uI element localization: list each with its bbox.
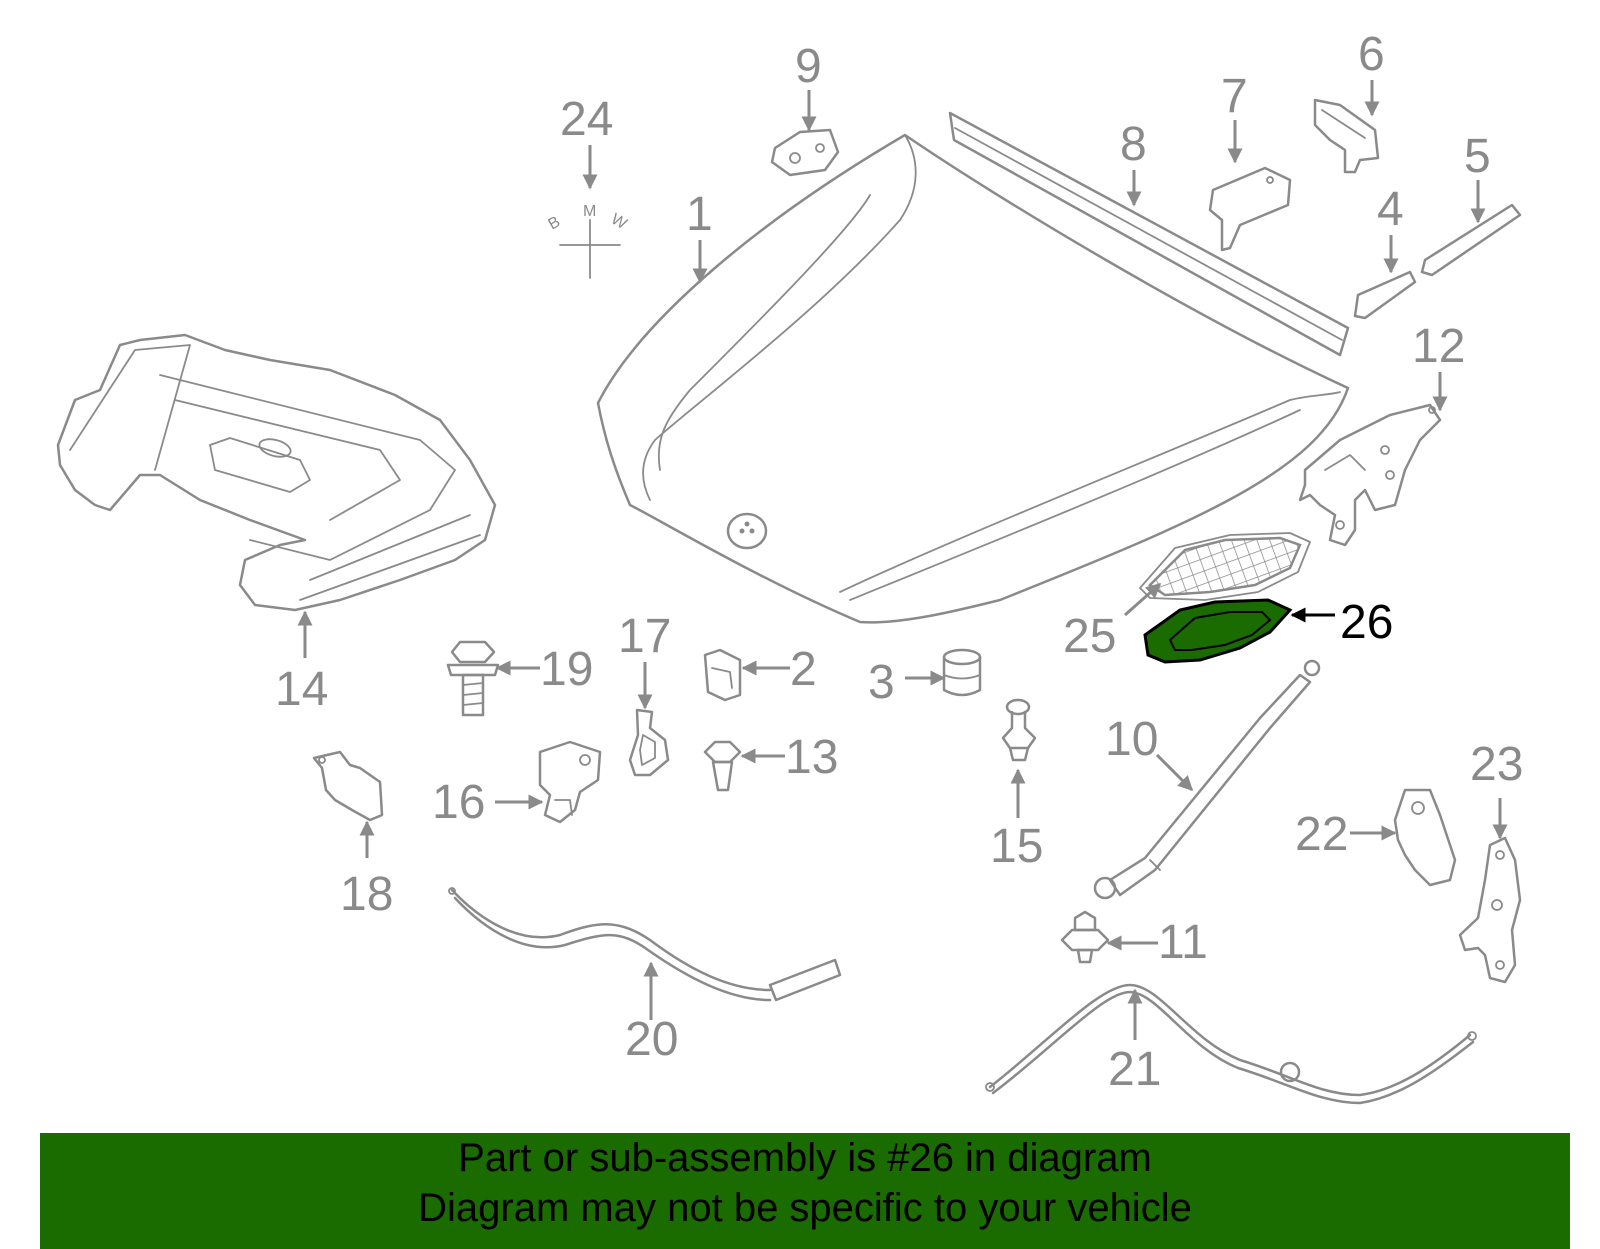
callout-16: 16 bbox=[432, 776, 485, 829]
info-banner: Part or sub-assembly is #26 in diagram D… bbox=[40, 1133, 1570, 1249]
callout-labels: 1 9 24 8 7 6 4 5 12 14 19 2 3 17 13 16 1… bbox=[275, 28, 1523, 1096]
callout-9: 9 bbox=[795, 40, 822, 93]
gasket-part-highlighted bbox=[1143, 598, 1293, 664]
bracket-part-7 bbox=[1208, 166, 1292, 252]
insulation-pad-part bbox=[56, 333, 497, 612]
callout-10: 10 bbox=[1105, 713, 1158, 766]
callout-21: 21 bbox=[1108, 1043, 1161, 1096]
callout-13: 13 bbox=[785, 731, 838, 784]
release-cable-part-21 bbox=[985, 983, 1477, 1105]
logo-letter-m: M bbox=[583, 203, 596, 220]
bolt-part bbox=[446, 640, 500, 717]
callout-20: 20 bbox=[625, 1013, 678, 1066]
callout-5: 5 bbox=[1464, 130, 1491, 183]
leader-lines bbox=[297, 80, 1508, 1040]
latch-bracket-part bbox=[538, 740, 602, 824]
release-cable-part-20 bbox=[448, 887, 842, 1002]
rubber-buffer-part bbox=[942, 648, 982, 697]
callout-1: 1 bbox=[686, 188, 713, 241]
callout-2: 2 bbox=[790, 643, 817, 696]
clip-part-2 bbox=[703, 648, 742, 702]
plate-part bbox=[770, 128, 840, 177]
logo-letter-b: B bbox=[546, 213, 564, 233]
callout-15: 15 bbox=[990, 820, 1043, 873]
callout-11: 11 bbox=[1158, 916, 1208, 969]
banner-line-part-info: Part or sub-assembly is #26 in diagram bbox=[458, 1136, 1152, 1180]
callout-17: 17 bbox=[618, 610, 671, 663]
hood-part bbox=[596, 133, 1350, 624]
hinge-part bbox=[1298, 403, 1442, 547]
logo-letter-w: W bbox=[608, 211, 630, 234]
callout-6: 6 bbox=[1358, 28, 1385, 81]
trim-part-5 bbox=[1420, 203, 1522, 277]
grille-part bbox=[1139, 532, 1311, 601]
rivet-part-11 bbox=[1060, 910, 1110, 964]
callout-19: 19 bbox=[540, 643, 593, 696]
callout-4: 4 bbox=[1377, 183, 1404, 236]
screw-part-13 bbox=[703, 740, 742, 792]
callout-3: 3 bbox=[868, 656, 895, 709]
callout-7: 7 bbox=[1221, 70, 1248, 123]
buffer-part bbox=[1393, 788, 1457, 887]
bracket-part-6 bbox=[1313, 98, 1380, 174]
callout-25: 25 bbox=[1063, 610, 1116, 663]
push-rivet-part bbox=[1001, 698, 1037, 762]
callout-24: 24 bbox=[560, 93, 613, 146]
seal-part-17 bbox=[628, 708, 670, 777]
bmw-logo-part: B M W bbox=[546, 203, 630, 279]
bracket-part-18 bbox=[312, 750, 384, 822]
callout-14: 14 bbox=[275, 663, 328, 716]
callout-23: 23 bbox=[1470, 738, 1523, 791]
callout-22: 22 bbox=[1295, 808, 1348, 861]
seal-strip-part bbox=[948, 111, 1350, 357]
banner-line-disclaimer: Diagram may not be specific to your vehi… bbox=[418, 1186, 1192, 1230]
callout-18: 18 bbox=[340, 868, 393, 921]
trim-part-4 bbox=[1353, 270, 1417, 320]
callout-26-highlighted: 26 bbox=[1340, 596, 1393, 649]
callout-12: 12 bbox=[1412, 320, 1465, 373]
callout-8: 8 bbox=[1120, 118, 1147, 171]
lower-hinge-part bbox=[1458, 836, 1522, 984]
gas-strut-part bbox=[1093, 659, 1321, 900]
